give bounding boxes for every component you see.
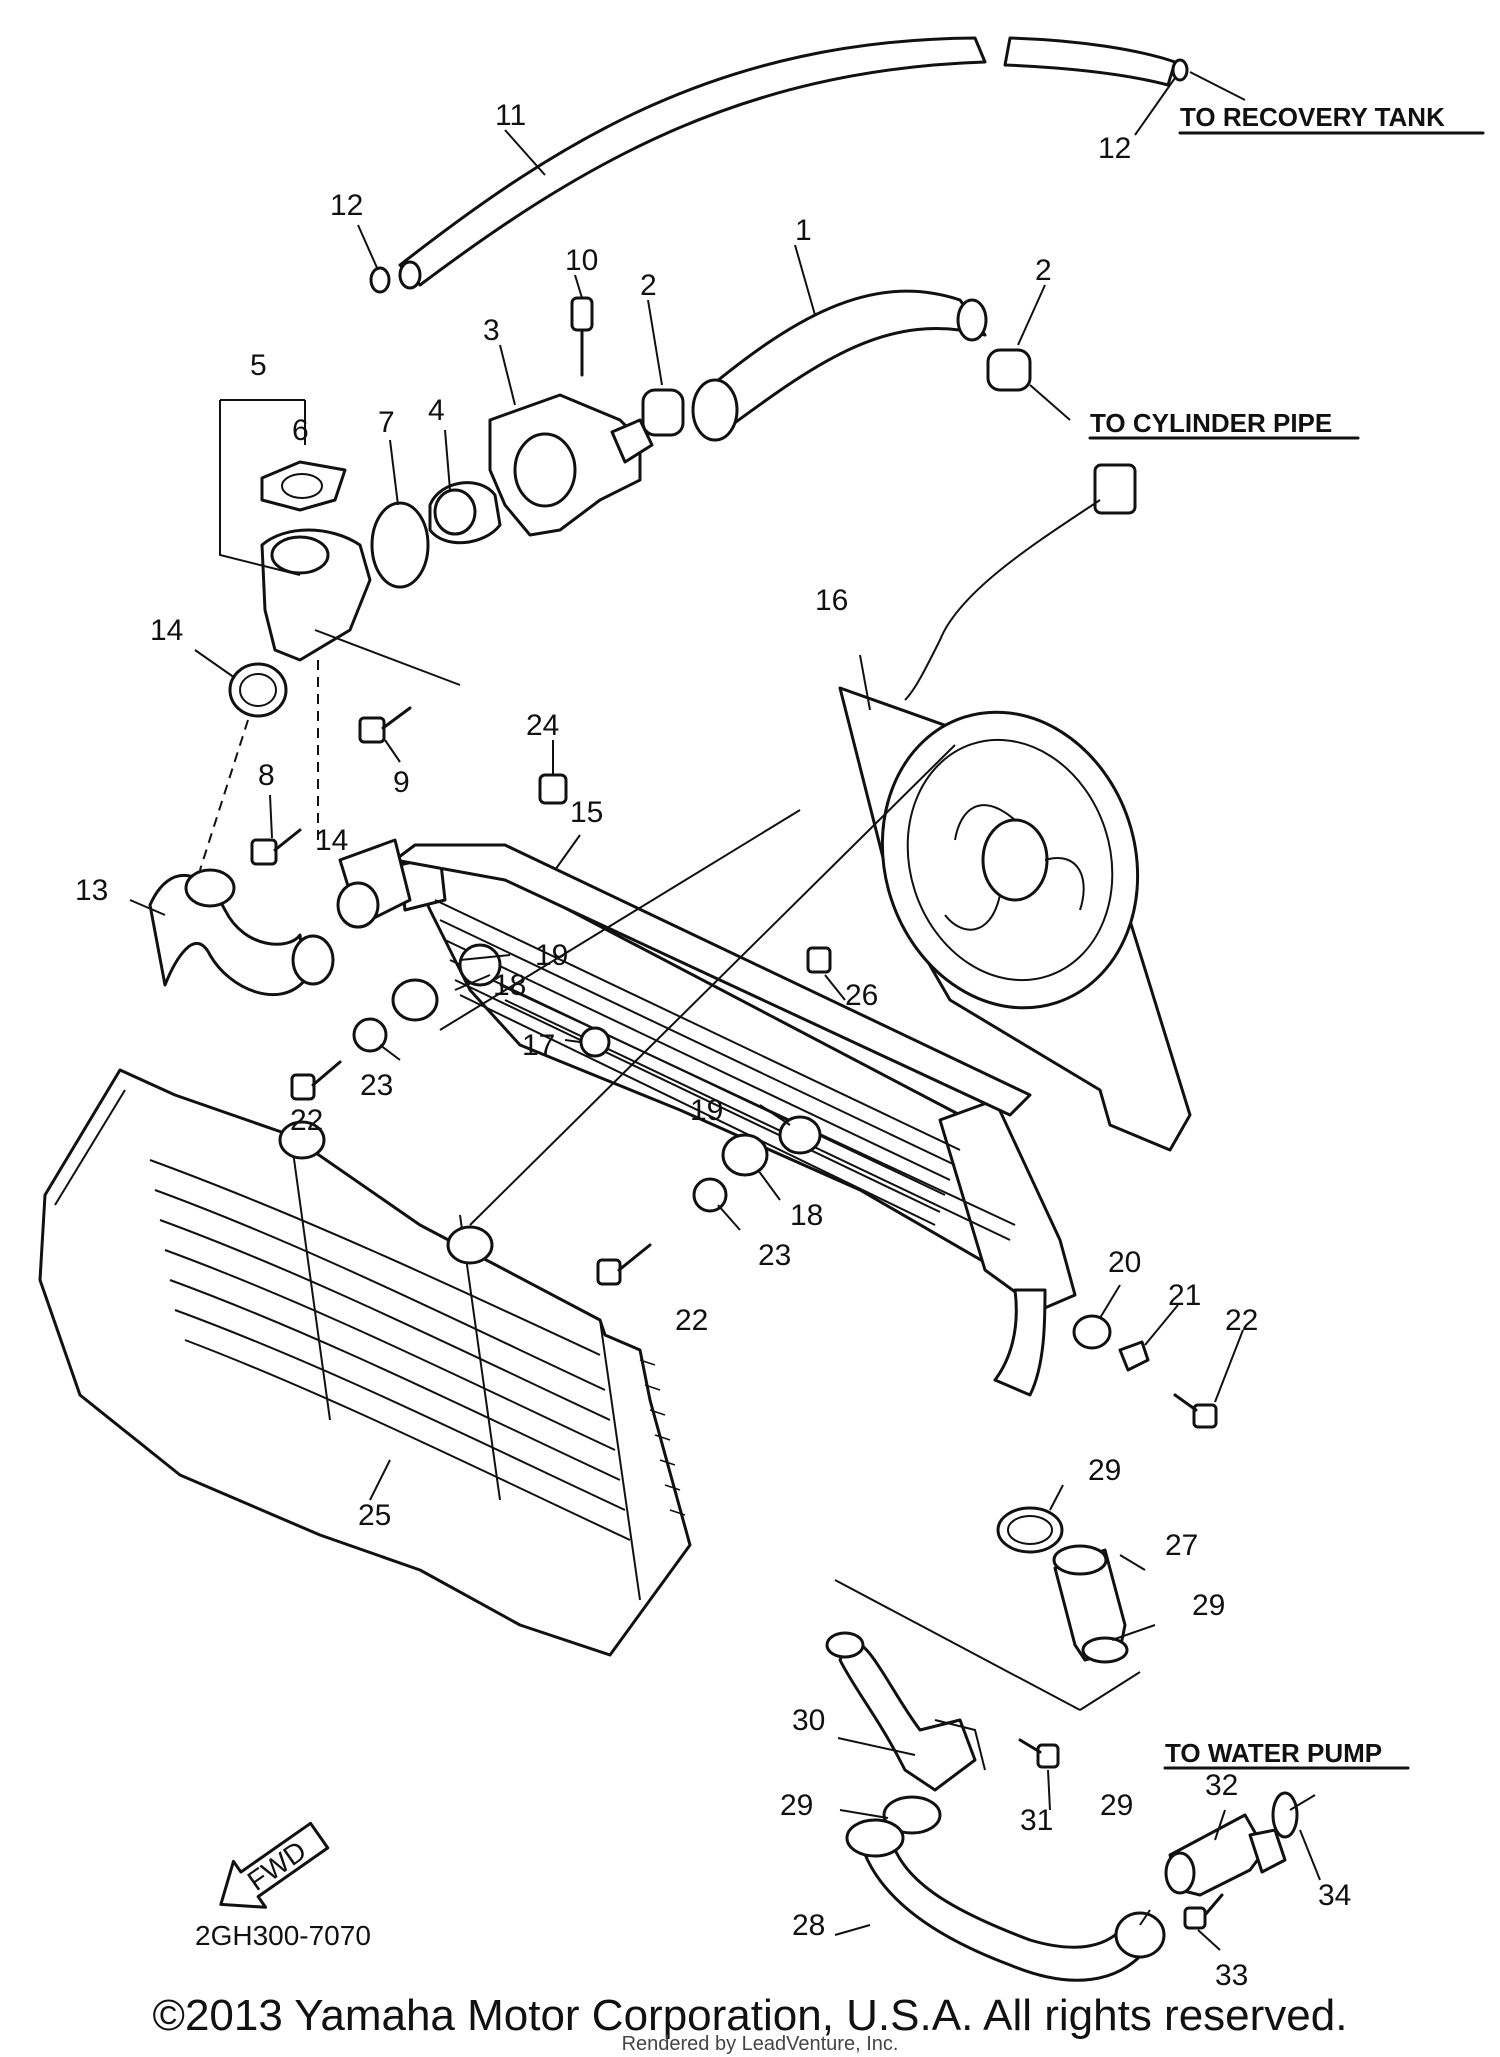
callout: 6 — [292, 414, 309, 447]
radiator-cover — [38, 1068, 692, 1657]
callout: 14 — [150, 614, 183, 647]
callout: 17 — [522, 1029, 555, 1062]
callout: 10 — [565, 244, 598, 277]
callout: 25 — [358, 1499, 391, 1532]
overflow-hose — [357, 36, 1189, 294]
callout: 34 — [1318, 1879, 1351, 1912]
thermostat-assembly — [428, 274, 654, 545]
callout: 12 — [330, 189, 363, 222]
upper-radiator-hose — [641, 244, 1071, 442]
callout: 12 — [1098, 132, 1131, 165]
callout: 8 — [258, 759, 275, 792]
callout: 30 — [792, 1704, 825, 1737]
callout: 1 — [795, 214, 812, 247]
callout: 29 — [1088, 1454, 1121, 1487]
callout: 15 — [570, 796, 603, 829]
thermostat-housing — [219, 399, 430, 662]
callout: 31 — [1020, 1804, 1053, 1837]
callout: 32 — [1205, 1769, 1238, 1802]
copyright-text: ©2013 Yamaha Motor Corporation, U.S.A. A… — [153, 1991, 1348, 2040]
callout: 28 — [792, 1909, 825, 1942]
radiator-hardware — [290, 740, 1244, 1429]
callout: 16 — [815, 584, 848, 617]
cover-louvers — [149, 1159, 631, 1541]
callout: 2 — [640, 269, 657, 302]
callout: 26 — [845, 979, 878, 1012]
callout: 24 — [526, 709, 559, 742]
callout: 2 — [1035, 254, 1052, 287]
diagram-code: 2GH300-7070 — [195, 1920, 371, 1951]
callout: 9 — [393, 766, 410, 799]
callout: 19 — [535, 939, 568, 972]
callout: 22 — [675, 1304, 708, 1337]
fan-assembly — [838, 654, 1192, 1152]
callout: 22 — [1225, 1304, 1258, 1337]
callout: 19 — [690, 1094, 723, 1127]
left-radiator-hose — [129, 649, 335, 997]
label-to-recovery-tank: TO RECOVERY TANK — [1180, 102, 1445, 132]
label-to-cylinder-pipe: TO CYLINDER PIPE — [1090, 408, 1332, 438]
callout: 33 — [1215, 1959, 1248, 1992]
callout: 18 — [790, 1199, 823, 1232]
callout: 22 — [290, 1104, 323, 1137]
callout: 13 — [75, 874, 108, 907]
fan-wire — [904, 463, 1137, 701]
callout: 11 — [495, 99, 526, 132]
callout: 29 — [780, 1789, 813, 1822]
callout: 27 — [1165, 1529, 1198, 1562]
callout: 29 — [1192, 1589, 1225, 1622]
callout: 23 — [758, 1239, 791, 1272]
callout: 23 — [360, 1069, 393, 1102]
credit-text: Rendered by LeadVenture, Inc. — [622, 2033, 899, 2055]
callout: 14 — [315, 824, 348, 857]
callout: 21 — [1168, 1279, 1201, 1312]
callout: 4 — [428, 394, 445, 427]
callout: 3 — [483, 314, 500, 347]
destination-labels: TO RECOVERY TANK TO CYLINDER PIPE TO WAT… — [1088, 71, 1485, 1770]
callout-numbers: 1 2 2 3 4 5 6 7 8 9 10 11 12 12 13 14 14… — [75, 99, 1351, 1992]
callout: 29 — [1100, 1789, 1133, 1822]
callout: 18 — [493, 969, 526, 1002]
callout: 7 — [378, 406, 395, 439]
callout: 5 — [250, 349, 267, 382]
housing-bolts — [250, 629, 461, 866]
forward-arrow: FWD — [219, 1821, 330, 1909]
callout: 20 — [1108, 1246, 1141, 1279]
lower-hoses — [825, 1484, 1321, 1982]
label-to-water-pump: TO WATER PUMP — [1165, 1738, 1382, 1768]
